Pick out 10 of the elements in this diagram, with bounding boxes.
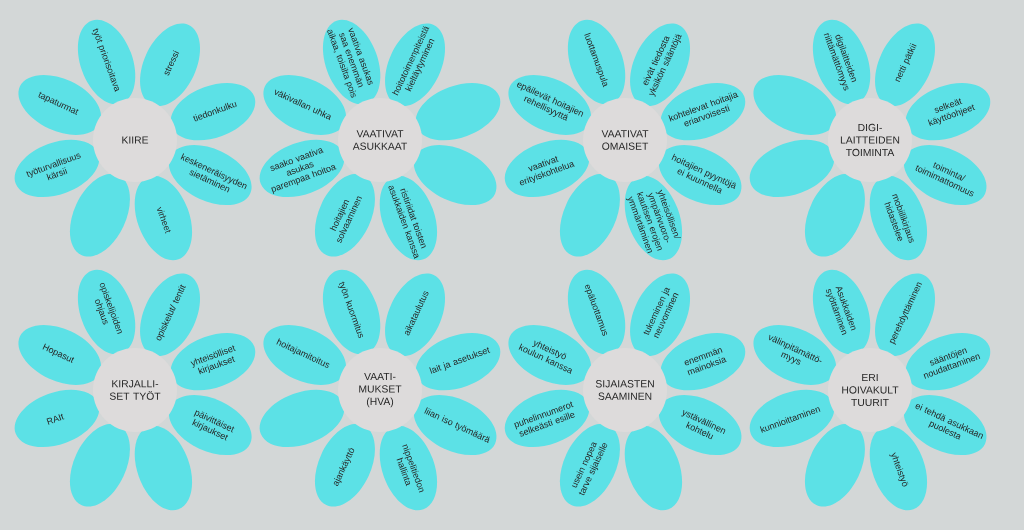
petal: RAIt <box>14 389 100 448</box>
petal: netti pätkii <box>875 23 936 107</box>
petal <box>804 173 865 257</box>
petal <box>134 425 193 511</box>
petal <box>624 425 683 511</box>
petal <box>259 389 345 448</box>
petal <box>69 423 130 507</box>
petal: virheet <box>134 175 193 261</box>
petal: stressi <box>140 23 201 107</box>
petal <box>749 139 835 198</box>
